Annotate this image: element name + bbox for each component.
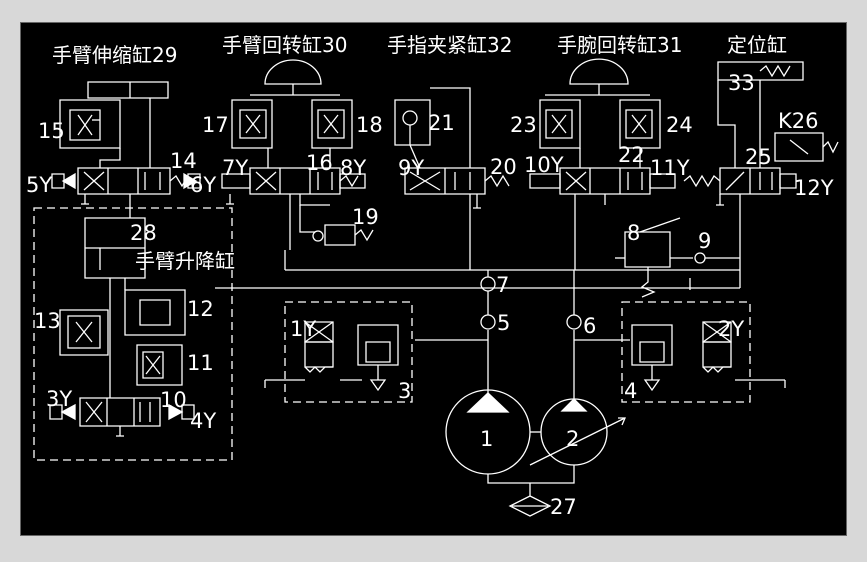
label-9: 9 — [698, 229, 711, 253]
label-11: 11 — [187, 351, 214, 375]
label-20: 20 — [490, 155, 517, 179]
cylinder-32 — [395, 88, 470, 168]
label-16: 16 — [306, 151, 333, 175]
label-6y: 6Y — [190, 173, 216, 197]
label-33: 33 — [728, 71, 755, 95]
title-arm-lift-cyl: 手臂升降缸 — [135, 249, 235, 273]
label-24: 24 — [666, 113, 693, 137]
cylinder-31 — [540, 59, 660, 168]
label-4y: 4Y — [190, 409, 216, 433]
label-18: 18 — [356, 113, 383, 137]
check-valve-6 — [567, 315, 581, 329]
label-7: 7 — [496, 273, 509, 297]
pressure-valve-8 — [615, 218, 740, 297]
label-21: 21 — [428, 111, 455, 135]
label-6: 6 — [583, 314, 596, 338]
label-28: 28 — [130, 221, 157, 245]
directional-valve-14 — [52, 168, 200, 194]
directional-valve-25 — [684, 168, 796, 194]
check-valve-5 — [481, 315, 495, 329]
arm-lift-assembly — [34, 208, 232, 460]
title-finger-clamp-cyl: 手指夹紧缸32 — [387, 33, 512, 57]
directional-valve-20 — [405, 168, 509, 208]
labels: 手臂伸缩缸29 手臂回转缸30 手指夹紧缸32 手腕回转缸31 定位缸 手臂升降… — [26, 33, 834, 519]
hydraulic-circuit-diagram: 手臂伸缩缸29 手臂回转缸30 手指夹紧缸32 手腕回转缸31 定位缸 手臂升降… — [26, 33, 847, 519]
label-5: 5 — [497, 311, 510, 335]
label-19: 19 — [352, 205, 379, 229]
label-k26: K26 — [778, 109, 819, 133]
label-9y: 9Y — [398, 156, 424, 180]
directional-valve-16 — [222, 168, 365, 194]
title-wrist-rotate-cyl: 手腕回转缸31 — [557, 33, 682, 57]
cad-drawing-canvas: 手臂伸缩缸29 手臂回转缸30 手指夹紧缸32 手腕回转缸31 定位缸 手臂升降… — [20, 22, 847, 536]
label-8: 8 — [627, 221, 640, 245]
label-25: 25 — [745, 145, 772, 169]
label-17: 17 — [202, 113, 229, 137]
label-2y: 2Y — [718, 317, 744, 341]
label-27: 27 — [550, 495, 577, 519]
label-2: 2 — [566, 427, 579, 451]
cylinder-33 — [718, 62, 838, 168]
label-14: 14 — [170, 149, 197, 173]
title-arm-extend-cyl: 手臂伸缩缸29 — [52, 43, 177, 67]
check-valve-7 — [481, 277, 495, 291]
relief-valve-4-group — [622, 302, 785, 402]
label-1y: 1Y — [290, 317, 316, 341]
label-7y: 7Y — [222, 156, 248, 180]
label-22: 22 — [618, 143, 645, 167]
label-12: 12 — [187, 297, 214, 321]
cylinder-30 — [232, 60, 352, 168]
label-4: 4 — [624, 379, 637, 403]
label-5y: 5Y — [26, 173, 52, 197]
title-arm-rotate-cyl: 手臂回转缸30 — [222, 33, 347, 57]
label-10y: 10Y — [524, 153, 564, 177]
label-3: 3 — [398, 379, 411, 403]
label-10: 10 — [160, 388, 187, 412]
label-8y: 8Y — [340, 156, 366, 180]
label-3y: 3Y — [46, 387, 72, 411]
relief-valve-3-group — [265, 302, 412, 402]
filter-27 — [510, 496, 550, 516]
label-23: 23 — [510, 113, 537, 137]
cylinder-29 — [60, 82, 168, 168]
tank-symbols — [81, 194, 724, 436]
label-15: 15 — [38, 119, 65, 143]
label-12y: 12Y — [794, 176, 834, 200]
title-locate-cyl: 定位缸 — [727, 33, 787, 57]
label-1: 1 — [480, 427, 493, 451]
label-11y: 11Y — [650, 156, 690, 180]
label-13: 13 — [34, 309, 61, 333]
check-valve-19 — [300, 205, 373, 245]
